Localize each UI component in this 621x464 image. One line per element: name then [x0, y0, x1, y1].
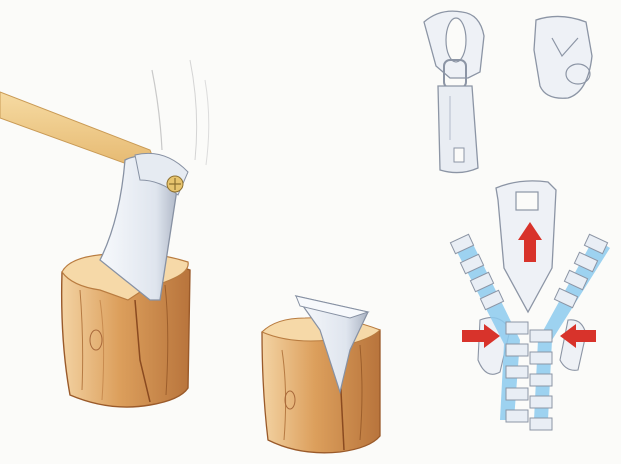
zipper-slider-parts — [423, 10, 593, 174]
red-arrow-right-icon — [462, 324, 500, 348]
wedge-in-stump — [261, 295, 381, 454]
stump — [261, 317, 381, 454]
axe-splitting-log — [0, 59, 210, 408]
slider-with-pull — [423, 10, 485, 174]
axe-head — [99, 152, 189, 301]
slider-body — [533, 15, 593, 99]
wedge — [294, 295, 370, 395]
right-teeth — [553, 233, 609, 309]
left-tape — [454, 238, 520, 420]
left-teeth — [449, 233, 505, 311]
interlocked-teeth — [505, 321, 553, 431]
red-arrow-left-icon — [560, 324, 596, 348]
zipper-closing-mechanism — [449, 180, 610, 431]
red-arrow-up-icon — [518, 222, 542, 262]
